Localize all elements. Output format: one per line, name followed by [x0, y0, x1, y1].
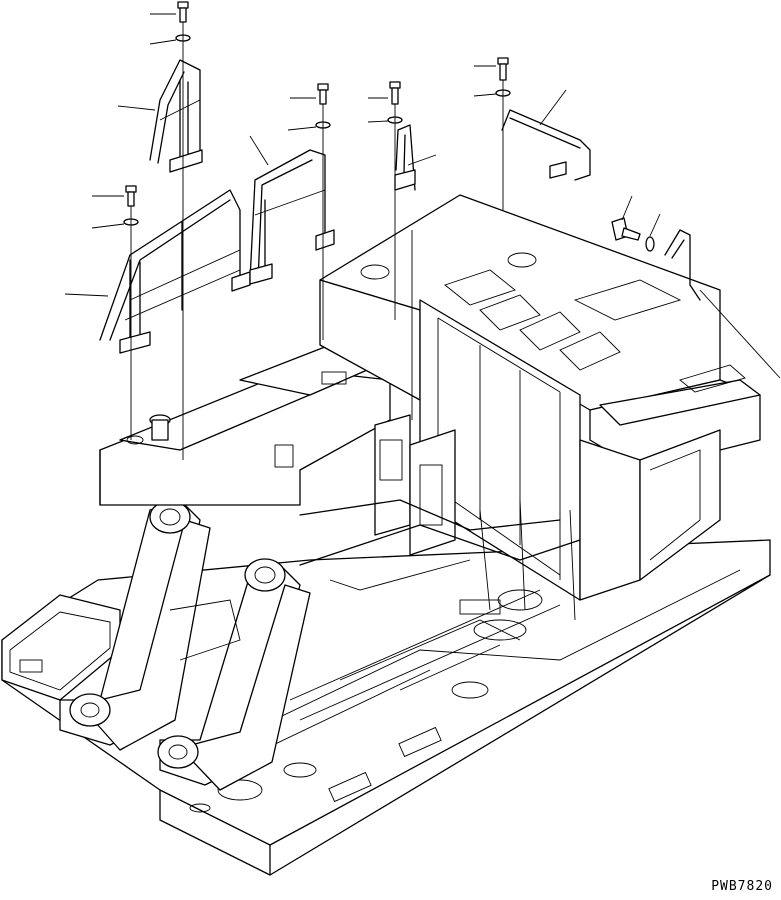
bolt-washer-6 — [611, 217, 655, 252]
drawing-code-label: PWB7820 — [711, 879, 773, 894]
handrail-left-large — [99, 189, 251, 354]
handrail-center — [249, 149, 335, 285]
center-console — [299, 414, 581, 641]
left-tank-housing — [99, 344, 391, 506]
handrail-left-upper — [149, 59, 203, 173]
engine-hood — [319, 194, 761, 601]
handrail-right-top — [501, 109, 591, 181]
leader-lines — [64, 13, 781, 379]
handrail-small-mid — [394, 124, 416, 191]
handrail-right-small — [664, 229, 701, 301]
assembly-lines — [130, 22, 504, 460]
boom-brackets — [59, 499, 311, 791]
